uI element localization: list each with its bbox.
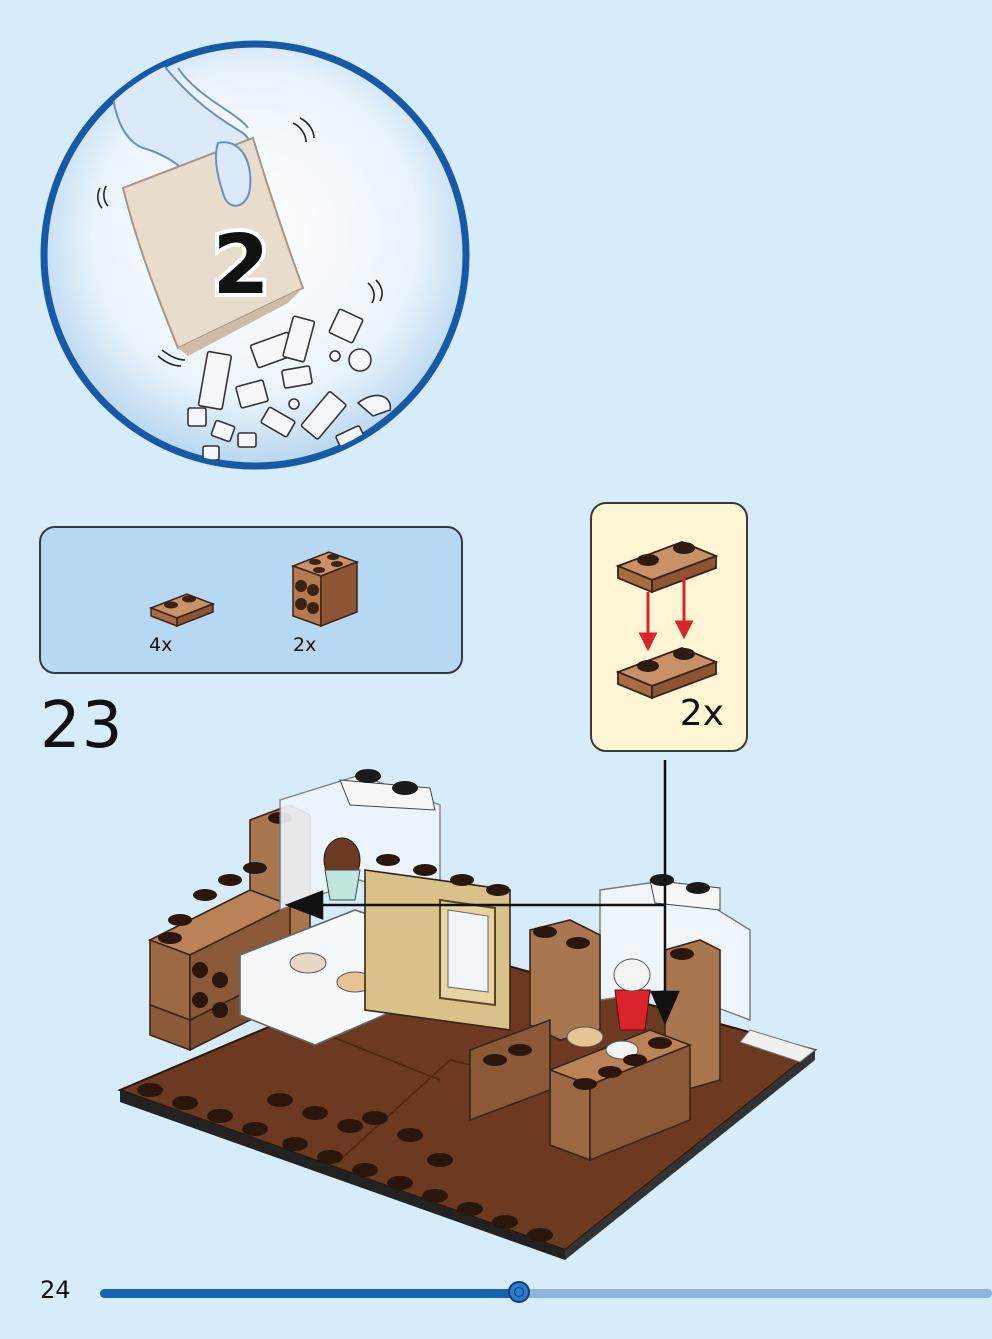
progress-bar [100,1281,992,1303]
page-number: 24 [40,1276,71,1304]
subassembly-count: 2x [679,693,724,734]
part-count-plate: 4x [149,634,173,656]
plate-1x2-icon [148,593,216,628]
subassembly-diagram [615,541,719,700]
bag-number: 2 [212,218,269,313]
part-count-brick: 2x [293,634,317,656]
brick-2x2-side-studs-icon [290,551,360,628]
bag-illustration: 2 [40,40,470,470]
parts-list-panel: 4x 2x [39,526,463,674]
model-illustration [117,760,818,1260]
progress-knob-icon [508,1281,531,1303]
subassembly-callout: 2x [590,502,748,752]
progress-fill [100,1289,520,1298]
step-number: 23 [40,689,124,763]
